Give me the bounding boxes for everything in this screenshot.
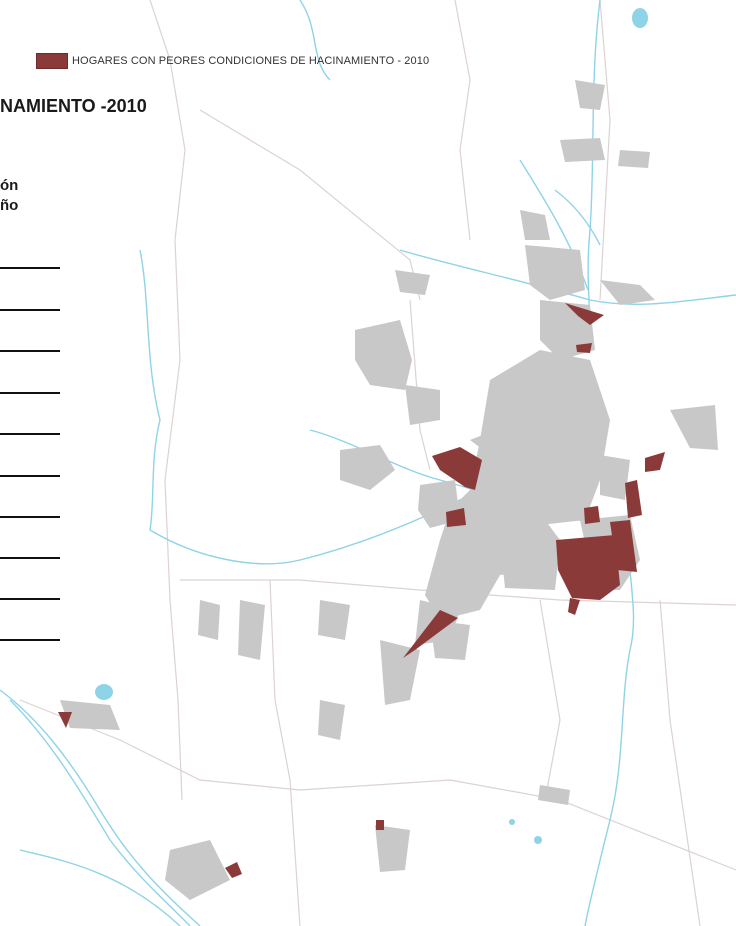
row-rule — [0, 598, 60, 600]
water-bodies — [95, 8, 648, 844]
row-rule — [0, 475, 60, 477]
row-rule — [0, 557, 60, 559]
row-rule — [0, 309, 60, 311]
urban-areas — [60, 80, 718, 900]
boundary-lines — [19, 0, 736, 926]
row-rule — [0, 267, 60, 269]
map-legend: HOGARES CON PEORES CONDICIONES DE HACINA… — [36, 53, 429, 69]
highlight-areas — [58, 303, 665, 878]
subtitle-line: ño — [0, 197, 19, 214]
legend-label: HOGARES CON PEORES CONDICIONES DE HACINA… — [72, 55, 430, 67]
subtitle-line: ón — [0, 177, 19, 194]
row-rule — [0, 433, 60, 435]
panel-subtitle: ón ño — [0, 176, 18, 216]
row-rule — [0, 639, 60, 641]
legend-swatch — [36, 53, 68, 69]
row-rule — [0, 392, 60, 394]
panel-title: NAMIENTO -2010 — [0, 96, 147, 116]
row-rule — [0, 516, 60, 518]
row-rule — [0, 350, 60, 352]
